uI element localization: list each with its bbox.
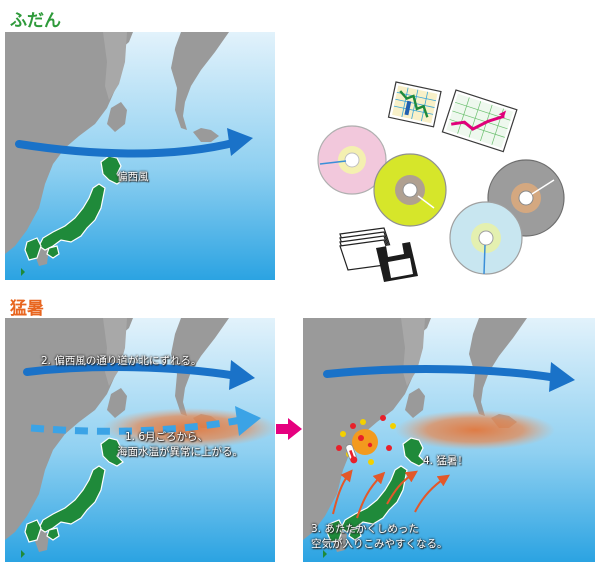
cd-yellow-icon xyxy=(373,153,447,227)
heading-normal-text: ふだん xyxy=(10,11,61,31)
chart-sheet-line-icon xyxy=(441,89,518,153)
map-normal: 偏西風 xyxy=(5,32,275,280)
map-heat-result: 4. 猛暑！ 3. あたたかくしめった 空気が入りこみやすくなる。 xyxy=(303,318,595,562)
label-step3-line1: 3. あたたかくしめった xyxy=(311,523,419,535)
map-heat-cause: 2. 偏西風の通り道が北にずれる。 1. 6月ごろから、 海面水温が異常に上がる… xyxy=(5,318,275,562)
heading-heat-text: 猛暑 xyxy=(10,299,44,319)
label-step4: 4. 猛暑！ xyxy=(423,455,468,467)
westerlies-shifted-arrow xyxy=(23,363,241,380)
label-step1-line1: 1. 6月ごろから、 xyxy=(125,431,209,443)
data-media-illustration xyxy=(317,81,565,282)
label-step2: 2. 偏西風の通り道が北にずれる。 xyxy=(41,355,202,367)
cd-lightblue-icon xyxy=(449,201,523,275)
heading-heat: 猛暑 xyxy=(10,294,44,319)
label-step3-line2: 空気が入りこみやすくなる。 xyxy=(311,538,448,550)
warm-water-area xyxy=(395,410,555,450)
chart-sheet-bar-icon xyxy=(387,81,442,128)
westerlies-normal-path-arrowhead xyxy=(235,406,261,436)
label-westerlies: 偏西風 xyxy=(117,171,149,183)
westerlies-shifted-arrowhead xyxy=(549,362,575,392)
westerlies-shifted-arrow xyxy=(323,365,561,382)
warm-air-arrows xyxy=(332,469,450,519)
transition-arrow-icon xyxy=(276,418,302,440)
floppy-disk-stack-icon xyxy=(339,227,418,282)
westerlies-shifted-arrowhead xyxy=(229,360,255,390)
cd-pink-icon xyxy=(317,125,387,195)
westerlies-arrow xyxy=(15,138,241,158)
heading-normal: ふだん xyxy=(10,6,61,31)
label-step1-line2: 海面水温が異常に上がる。 xyxy=(117,446,243,458)
westerlies-normal-path-dashed xyxy=(30,416,242,435)
westerlies-arrowhead xyxy=(227,128,253,156)
thermometer-icon xyxy=(345,444,358,464)
